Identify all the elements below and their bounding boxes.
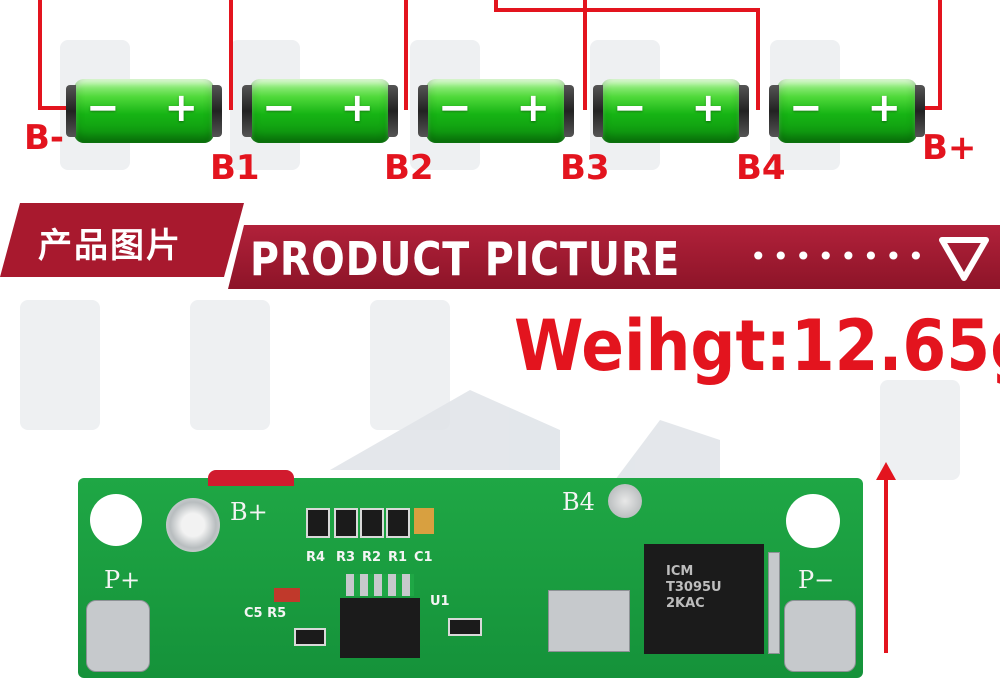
- wire-bplus-vertical: [938, 0, 942, 110]
- battery-negative-sign: −: [613, 85, 647, 131]
- p-minus-pad: [784, 600, 856, 672]
- wire-top-horizontal: [494, 8, 760, 12]
- banner-dots: ••••••••: [750, 240, 931, 273]
- silk-r4: R4: [306, 550, 326, 565]
- capacitor-c5: [274, 588, 300, 602]
- capacitor-c1: [414, 508, 434, 534]
- silk-c1: C1: [414, 550, 433, 565]
- resistor-r4: [306, 508, 330, 538]
- mosfet-lead: [548, 590, 630, 652]
- mosfet-chip: [644, 544, 764, 654]
- resistor-r3: [334, 508, 358, 538]
- label-b3: B3: [560, 148, 610, 188]
- chip-code-label: 2KAC: [666, 596, 705, 611]
- silk-c5-r5: C5 R5: [244, 606, 287, 621]
- resistor-extra: [448, 618, 482, 636]
- battery-positive-sign: +: [340, 85, 374, 131]
- pcb-board: B+ B4 P+ P− U1 R4 R3 R2 R1 C1 C5 R5 ICM …: [78, 478, 863, 678]
- label-b4: B4: [736, 148, 786, 188]
- battery-negative-sign: −: [438, 85, 472, 131]
- battery-negative-sign: −: [262, 85, 296, 131]
- wire-top-short: [494, 0, 498, 12]
- wire-b4-vertical: [756, 8, 760, 110]
- chip-u1-pins: [346, 574, 414, 596]
- b4-pad: [608, 484, 642, 518]
- battery-positive-sign: +: [516, 85, 550, 131]
- label-b2: B2: [384, 148, 434, 188]
- wire-b1-vertical: [229, 0, 233, 110]
- mounting-hole-left: [90, 494, 142, 546]
- silk-b4: B4: [562, 488, 595, 516]
- chip-model-label: T3095U: [666, 580, 722, 595]
- mosfet-tab: [768, 552, 780, 654]
- banner-english-bg: [228, 225, 1000, 289]
- silk-p-minus: P−: [798, 566, 835, 594]
- battery-4: − +: [593, 79, 749, 143]
- arrow-up-icon: [876, 462, 896, 480]
- label-b1: B1: [210, 148, 260, 188]
- battery-5: − +: [769, 79, 925, 143]
- battery-negative-sign: −: [789, 85, 823, 131]
- battery-positive-sign: +: [867, 85, 901, 131]
- silk-p-plus: P+: [104, 566, 141, 594]
- b-plus-pad: [166, 498, 220, 552]
- wire-bminus-vertical: [38, 0, 42, 110]
- banner-chinese-title: 产品图片: [38, 226, 182, 266]
- resistor-r1: [386, 508, 410, 538]
- wire-insulation: [208, 470, 294, 486]
- silk-b-plus: B+: [230, 498, 268, 526]
- down-triangle-icon: [939, 237, 989, 281]
- banner-chinese-bg: [0, 203, 244, 277]
- resistor-r2: [360, 508, 384, 538]
- p-plus-pad: [86, 600, 150, 672]
- chip-brand-label: ICM: [666, 564, 694, 579]
- wire-b3-vertical: [583, 0, 587, 110]
- battery-negative-sign: −: [86, 85, 120, 131]
- battery-positive-sign: +: [164, 85, 198, 131]
- weight-label: Weihgt:12.65g: [514, 305, 1000, 387]
- battery-1: − +: [66, 79, 222, 143]
- battery-positive-sign: +: [691, 85, 725, 131]
- wire-bminus-horizontal: [38, 106, 70, 110]
- battery-3: − +: [418, 79, 574, 143]
- banner-english-title: PRODUCT PICTURE: [250, 232, 681, 286]
- label-b-minus: B-: [24, 118, 65, 158]
- resistor-r5: [294, 628, 326, 646]
- wire-b2-vertical: [404, 0, 408, 110]
- silk-r3: R3: [336, 550, 356, 565]
- silk-u1: U1: [430, 594, 450, 609]
- battery-2: − +: [242, 79, 398, 143]
- silk-r2: R2: [362, 550, 382, 565]
- height-arrow-line: [884, 478, 888, 653]
- mounting-hole-right: [786, 494, 840, 548]
- silk-r1: R1: [388, 550, 408, 565]
- wire-bplus-horizontal: [916, 106, 942, 110]
- chip-u1: [340, 598, 420, 658]
- label-b-plus: B+: [922, 128, 977, 168]
